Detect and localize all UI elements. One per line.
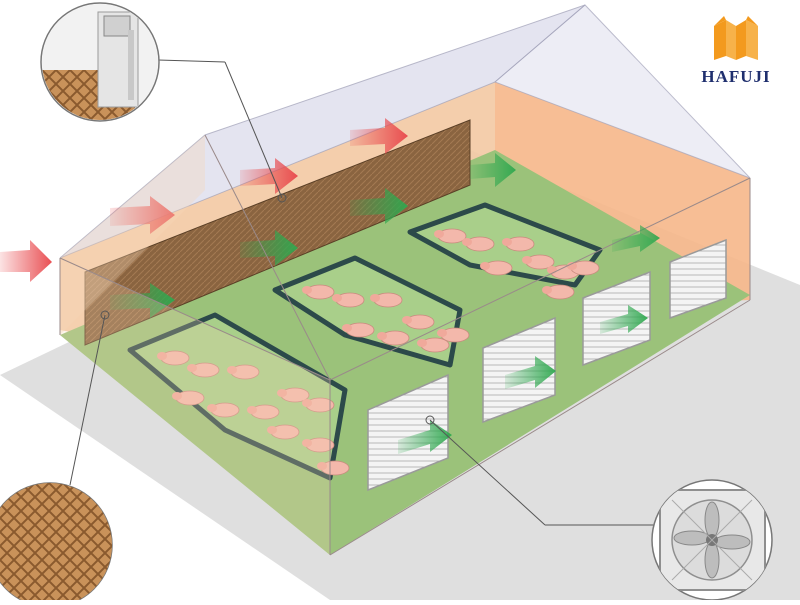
pig-icon	[522, 254, 555, 270]
pig-icon	[207, 402, 240, 418]
pig-icon	[302, 397, 335, 413]
pig-icon	[567, 260, 600, 276]
exhaust-fan-icon	[669, 238, 727, 320]
brand-logo: HAFUJI	[690, 16, 782, 87]
pig-icon	[157, 350, 190, 366]
cool-air-arrow-icon	[240, 230, 298, 266]
pig-icon	[434, 228, 467, 244]
brand-name: HAFUJI	[701, 67, 771, 86]
pig-icon	[437, 327, 470, 343]
cool-air-arrow-icon	[350, 188, 408, 224]
pig-icon	[302, 437, 335, 453]
cool-air-arrow-icon	[470, 153, 516, 187]
pig-icon	[317, 460, 350, 476]
exhaust-fan-icon	[367, 373, 449, 492]
roof-right-slope	[494, 4, 751, 179]
pig-icon	[370, 292, 403, 308]
pig-icon	[462, 236, 495, 252]
cool-air-arrow-icon	[505, 356, 556, 389]
pig-icon	[302, 284, 335, 300]
cool-air-arrow-icon	[600, 305, 648, 334]
front-long-wall	[60, 258, 330, 555]
pig-icon	[342, 322, 375, 338]
pig-icon	[332, 292, 365, 308]
cooling-pad-icon	[0, 482, 113, 605]
hot-air-arrow-icon	[240, 158, 298, 194]
callout-lines	[69, 59, 655, 526]
pig-icon	[417, 337, 450, 353]
pig-icon	[172, 390, 205, 406]
exhaust-fan-icon	[482, 316, 556, 424]
pig-icon	[267, 424, 300, 440]
pig-icon	[377, 330, 410, 346]
hot-air-arrow-icon	[110, 196, 175, 234]
pig-icon	[480, 260, 513, 276]
cool-air-arrow-icon	[398, 420, 452, 454]
pig-icon	[502, 236, 535, 252]
pig-icon	[247, 404, 280, 420]
front-end-wall	[60, 135, 205, 335]
pig-icon	[187, 362, 220, 378]
pig-icon	[542, 284, 575, 300]
pig-icon	[277, 387, 310, 403]
exhaust-fan-detail-callout	[651, 479, 773, 601]
pig-icon	[402, 314, 435, 330]
folded-panels-logo-icon	[714, 16, 758, 60]
fan-blades	[673, 501, 751, 579]
cooling-pad-frame-detail-callout	[40, 2, 160, 122]
hot-air-arrow-icon	[350, 118, 408, 154]
pig-icon	[227, 364, 260, 380]
cool-air-arrow-icon	[110, 283, 175, 318]
pig-group	[157, 228, 600, 476]
hot-air-arrow-icon	[0, 240, 52, 282]
cool-air-arrow-icon	[612, 225, 660, 252]
